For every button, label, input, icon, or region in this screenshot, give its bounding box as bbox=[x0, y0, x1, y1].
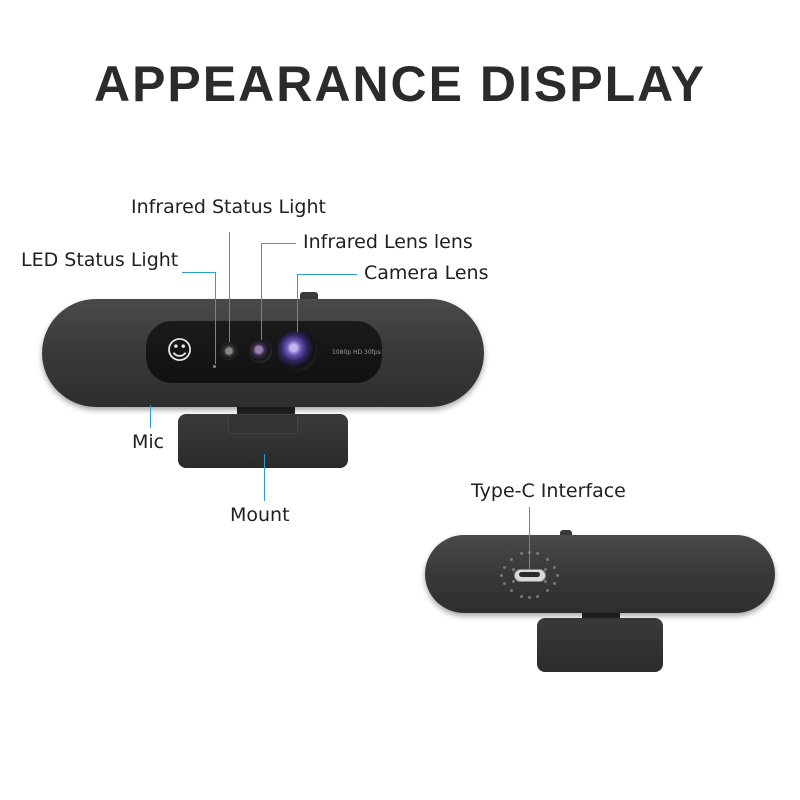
label-infrared-status-light: Infrared Status Light bbox=[131, 196, 326, 218]
smiley-face-icon: ☺ bbox=[166, 336, 194, 366]
type-c-port-inner bbox=[519, 572, 540, 577]
led-status-light-dot bbox=[213, 365, 216, 368]
top-button-back bbox=[560, 530, 572, 538]
camera-body-back bbox=[425, 535, 775, 613]
leader-infrared-lens-h bbox=[261, 243, 296, 244]
label-type-c-interface: Type-C Interface bbox=[471, 480, 626, 502]
leader-mount bbox=[264, 454, 265, 501]
leader-infrared-status-light bbox=[229, 232, 230, 342]
label-camera-lens: Camera Lens bbox=[364, 262, 489, 284]
top-button bbox=[300, 292, 318, 302]
leader-mic bbox=[150, 405, 151, 428]
label-mount: Mount bbox=[230, 504, 290, 526]
mount-base-back bbox=[537, 618, 663, 672]
page-title: APPEARANCE DISPLAY bbox=[93, 56, 707, 112]
label-led-status-light: LED Status Light bbox=[21, 249, 179, 271]
leader-led-status-v bbox=[215, 272, 216, 364]
leader-camera-lens-h bbox=[297, 274, 357, 275]
leader-led-status-h bbox=[182, 272, 216, 273]
leader-infrared-lens-v bbox=[261, 243, 262, 340]
label-mic: Mic bbox=[132, 431, 165, 453]
leader-camera-lens-v bbox=[297, 274, 298, 332]
infrared-status-light-icon bbox=[220, 342, 238, 360]
camera-lens-icon bbox=[277, 331, 317, 371]
infrared-lens-icon bbox=[248, 339, 272, 363]
leader-type-c bbox=[529, 507, 530, 569]
mount-hinge bbox=[228, 414, 298, 434]
camera-spec-text: 1080p HD 30fps bbox=[332, 349, 381, 356]
label-infrared-lens: Infrared Lens lens bbox=[303, 231, 473, 253]
vent-holes bbox=[498, 550, 560, 599]
